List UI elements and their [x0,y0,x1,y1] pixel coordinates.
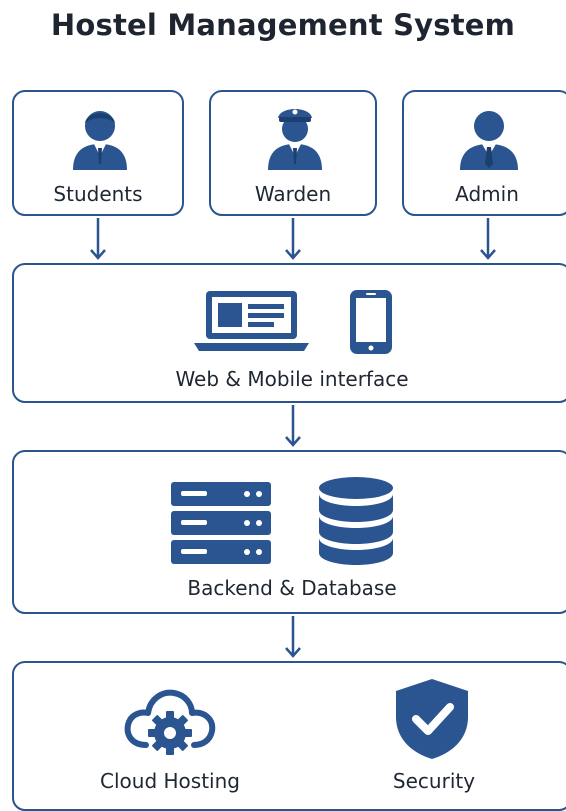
shield-check-icon [396,679,468,759]
database-icon [319,477,393,565]
diagram-title: Hostel Management System [50,8,516,42]
security-label: Security [392,769,476,793]
arrow-students-to-interface [90,218,106,260]
infrastructure-box: Cloud Hosting Security [12,661,566,811]
arrow-backend-to-infrastructure [285,616,301,658]
backend-label: Backend & Database [187,576,397,600]
warden-box: Warden [209,90,377,216]
admin-box: Admin [402,90,566,216]
admin-icon [460,111,518,170]
student-icon [73,111,127,170]
warden-icon [268,109,322,170]
smartphone-icon [350,290,392,354]
students-box: Students [12,90,184,216]
role-label-students: Students [53,182,143,206]
role-label-admin: Admin [455,182,519,206]
backend-box: Backend & Database [12,450,566,614]
laptop-icon [194,291,309,351]
interface-label: Web & Mobile interface [175,367,409,391]
arrow-warden-to-interface [285,218,301,260]
interface-box: Web & Mobile interface [12,263,566,403]
cloud-hosting-label: Cloud Hosting [100,769,240,793]
server-icon [171,482,271,564]
cloud-gear-icon [124,689,216,755]
arrow-admin-to-interface [480,218,496,260]
role-label-warden: Warden [254,182,332,206]
arrow-interface-to-backend [285,405,301,447]
